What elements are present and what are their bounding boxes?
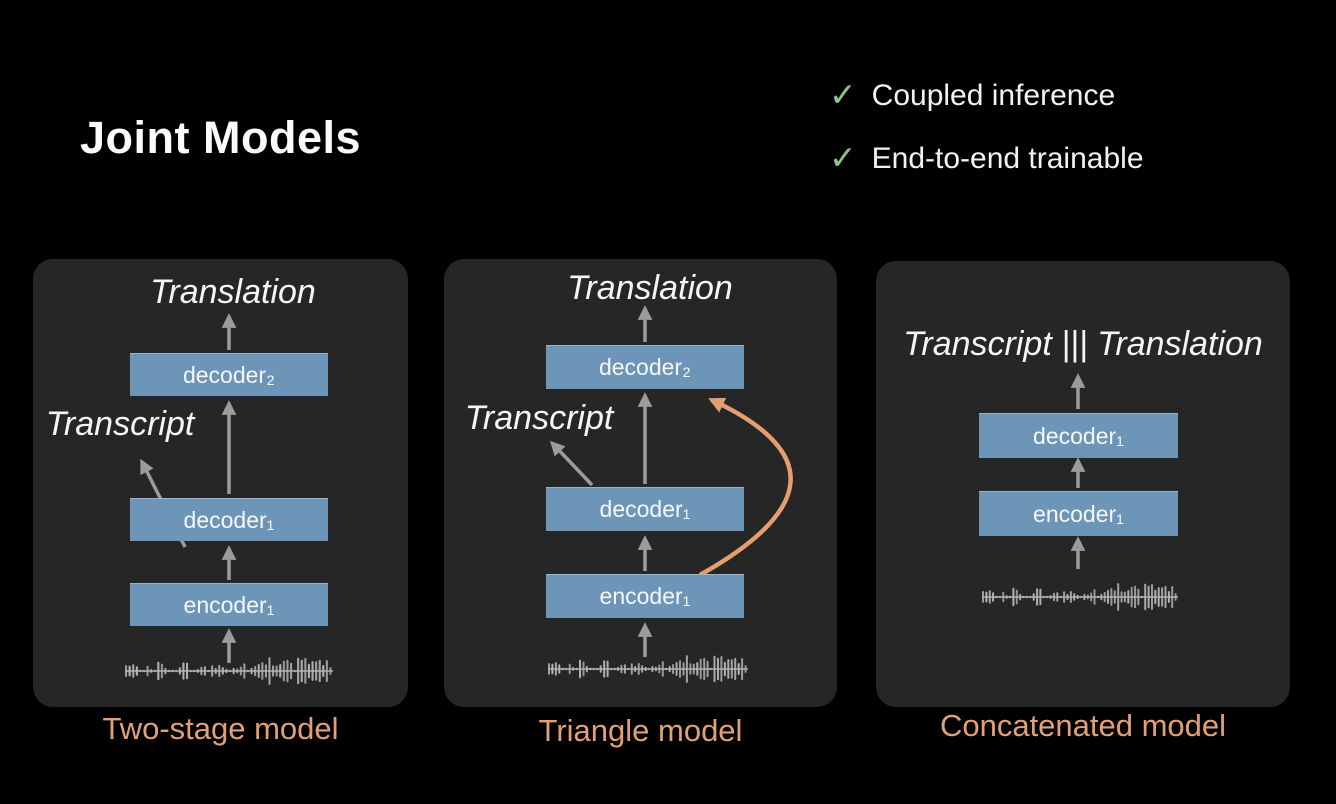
encoder1-box: encoder₁: [979, 491, 1178, 536]
translation-label: Translation: [150, 273, 316, 311]
check-icon: ✓: [829, 138, 857, 176]
checklist-item-end-to-end: ✓ End-to-end trainable: [829, 133, 1144, 185]
translation-label: Translation: [567, 269, 733, 307]
decoder1-box: decoder₁: [979, 413, 1178, 458]
encoder1-box: encoder₁: [546, 574, 744, 618]
checklist-label: Coupled inference: [871, 79, 1116, 112]
arrow-decoder1-to-transcript: [549, 440, 594, 487]
checklist-label: End-to-end trainable: [871, 142, 1144, 175]
decoder1-box: decoder₁: [546, 487, 744, 531]
two-stage-caption: Two-stage model: [102, 711, 339, 746]
check-icon: ✓: [829, 75, 857, 113]
decoder2-box: decoder₂: [130, 353, 328, 396]
concatenated-panel: Transcript ||| Translation decoder₁ enco…: [876, 261, 1290, 707]
triangle-panel: Translation decoder₂ Transcript decoder₁…: [444, 259, 837, 707]
audio-waveform-icon: [125, 657, 333, 685]
transcript-label: Transcript: [464, 399, 614, 437]
triangle-arrows: [549, 305, 793, 657]
page-title: Joint Models: [80, 112, 362, 163]
audio-waveform-icon: [982, 583, 1178, 611]
feature-checklist: ✓ Coupled inference ✓ End-to-end trainab…: [829, 70, 1144, 196]
checklist-item-coupled-inference: ✓ Coupled inference: [829, 70, 1144, 122]
decoder1-box: decoder₁: [130, 498, 328, 541]
concatenated-caption: Concatenated model: [939, 708, 1227, 743]
two-stage-panel: Translation decoder₂ Transcript decoder₁…: [33, 259, 408, 707]
concatenated-arrows: [1070, 373, 1086, 569]
decoder2-box: decoder₂: [546, 345, 744, 389]
triangle-caption: Triangle model: [538, 713, 743, 748]
transcript-label: Transcript: [45, 405, 195, 443]
encoder1-box: encoder₁: [130, 583, 328, 626]
concatenated-output-label: Transcript ||| Translation: [903, 325, 1263, 363]
arrow-encoder1-to-decoder2-skip: [698, 397, 793, 577]
audio-waveform-icon: [548, 655, 748, 683]
two-stage-arrows: [140, 313, 237, 663]
